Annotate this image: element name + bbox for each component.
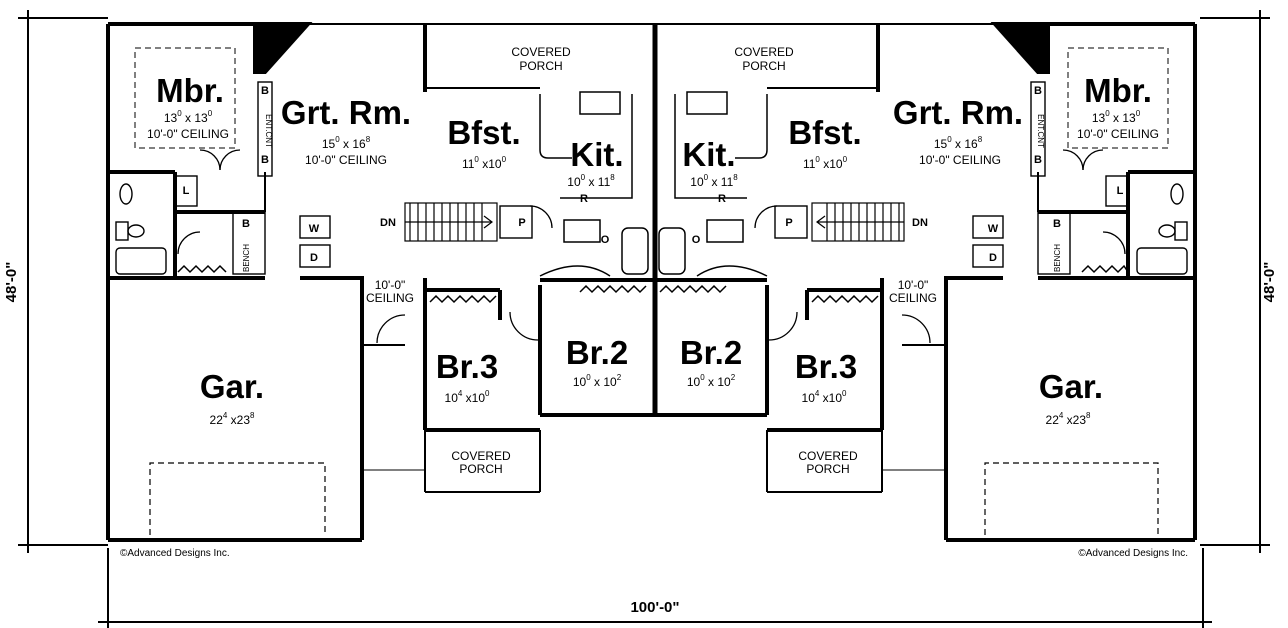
right-unit: Mbr. 130 x 130 10'-0" CEILING Grt. Rm. 1… — [655, 22, 1197, 559]
grt-rm-name-right: Grt. Rm. — [893, 94, 1023, 131]
range-o-label-right: O — [692, 234, 701, 246]
br3-dims: 104 x100 — [445, 389, 491, 405]
rear-porch-label-2: PORCH — [519, 59, 562, 73]
dryer-label: D — [310, 252, 318, 264]
dimension-lines — [18, 10, 1270, 628]
hall-ceiling-1-right: 10'-0" — [898, 278, 929, 292]
gar-name-right: Gar. — [1039, 368, 1103, 405]
bench-b-label: B — [242, 218, 250, 230]
gar-dims-right: 224 x238 — [1046, 411, 1092, 427]
hall-ceiling-2-right: CEILING — [889, 291, 937, 305]
gar-dims: 224 x238 — [210, 411, 256, 427]
fridge-label-right: R — [718, 193, 726, 205]
ent-b-bottom: B — [261, 154, 269, 166]
bench-b-label-right: B — [1053, 218, 1061, 230]
front-porch-label-2-right: PORCH — [806, 462, 849, 476]
mbr-ceiling-right: 10'-0" CEILING — [1077, 127, 1159, 141]
bench-label: BENCH — [242, 244, 251, 272]
bfst-name-right: Bfst. — [788, 114, 861, 151]
ent-center-label-right: ENT.CNT — [1036, 114, 1045, 148]
mbr-name: Mbr. — [156, 72, 224, 109]
washer-label: W — [309, 223, 320, 235]
kit-dims: 100 x 118 — [567, 173, 615, 189]
washer-label-right: W — [988, 223, 999, 235]
dryer-label-right: D — [989, 252, 997, 264]
grt-rm-dims-right: 150 x 168 — [934, 135, 983, 151]
grt-rm-name: Grt. Rm. — [281, 94, 411, 131]
bfst-dims-right: 110 x100 — [803, 155, 848, 171]
stair-dn-label: DN — [380, 217, 396, 229]
bfst-dims: 110 x100 — [462, 155, 507, 171]
rear-porch-label-2-right: PORCH — [742, 59, 785, 73]
overall-width-label: 100'-0" — [630, 599, 679, 616]
bfst-name: Bfst. — [447, 114, 520, 151]
ent-b-top-right: B — [1034, 85, 1042, 97]
range-o-label: O — [601, 234, 610, 246]
overall-depth-label-left: 48'-0" — [3, 262, 20, 303]
pantry-label: P — [518, 217, 525, 229]
ent-center-label: ENT.CNT — [264, 114, 273, 148]
rear-porch-label-1: COVERED — [511, 45, 571, 59]
fridge-label: R — [580, 193, 588, 205]
front-porch-label-1-right: COVERED — [798, 449, 858, 463]
left-unit: Mbr. 130 x 130 10'-0" CEILING Grt. Rm. 1… — [106, 22, 658, 559]
br2-name: Br.2 — [566, 334, 628, 371]
grt-rm-ceiling: 10'-0" CEILING — [305, 153, 387, 167]
stair-dn-label-right: DN — [912, 217, 928, 229]
rear-porch-label-1-right: COVERED — [734, 45, 794, 59]
mbr-ceiling: 10'-0" CEILING — [147, 127, 229, 141]
kit-name: Kit. — [570, 136, 623, 173]
overall-depth-label-right: 48'-0" — [1261, 262, 1278, 303]
copyright-left: ©Advanced Designs Inc. — [120, 548, 230, 559]
br2-dims: 100 x 102 — [573, 373, 622, 389]
br3-dims-right: 104 x100 — [802, 389, 848, 405]
hall-ceiling-2: CEILING — [366, 291, 414, 305]
mbr-dims: 130 x 130 — [164, 109, 213, 125]
mbr-dims-right: 130 x 130 — [1092, 109, 1141, 125]
mbr-name-right: Mbr. — [1084, 72, 1152, 109]
grt-rm-ceiling-right: 10'-0" CEILING — [919, 153, 1001, 167]
pantry-label-right: P — [785, 217, 792, 229]
gar-name: Gar. — [200, 368, 264, 405]
front-porch-label-2: PORCH — [459, 462, 502, 476]
br3-name: Br.3 — [436, 348, 498, 385]
copyright-right: ©Advanced Designs Inc. — [1078, 548, 1188, 559]
kit-dims-right: 100 x 118 — [690, 173, 738, 189]
kit-name-right: Kit. — [682, 136, 735, 173]
front-porch-label-1: COVERED — [451, 449, 511, 463]
hall-ceiling-1: 10'-0" — [375, 278, 406, 292]
linen-label: L — [183, 185, 190, 197]
br3-name-right: Br.3 — [795, 348, 857, 385]
linen-label-right: L — [1117, 185, 1124, 197]
bench-label-right: BENCH — [1053, 244, 1062, 272]
br2-name-right: Br.2 — [680, 334, 742, 371]
ent-b-bottom-right: B — [1034, 154, 1042, 166]
br2-dims-right: 100 x 102 — [687, 373, 736, 389]
ent-b-top: B — [261, 85, 269, 97]
grt-rm-dims: 150 x 168 — [322, 135, 371, 151]
